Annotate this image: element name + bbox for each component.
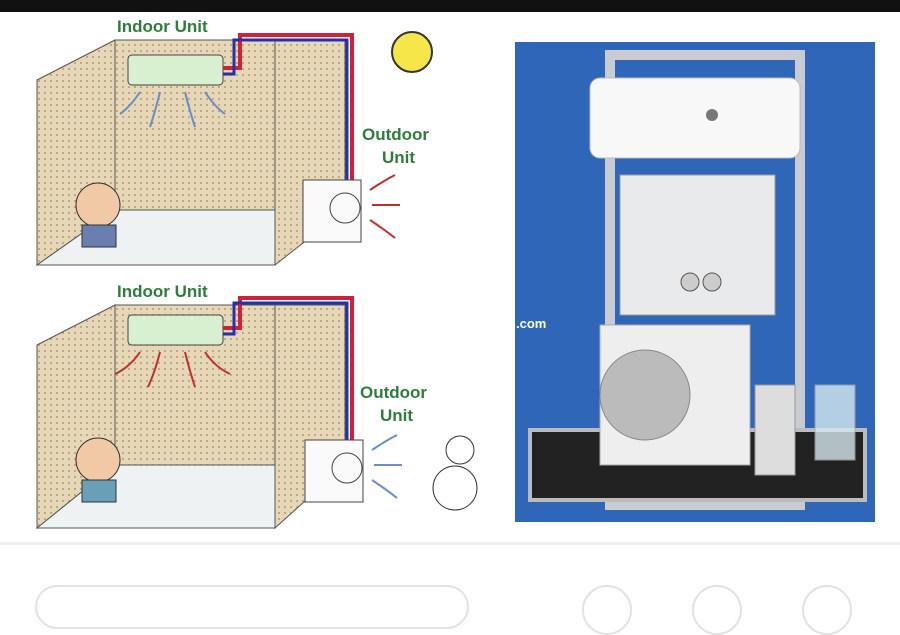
image-viewer[interactable]: Indoor Unit Outdoor Unit Indoo bbox=[0, 12, 900, 542]
action-button-3[interactable] bbox=[802, 585, 852, 635]
unit-label: Unit bbox=[380, 406, 413, 425]
outdoor-label: Outdoor bbox=[360, 383, 427, 402]
ac-illustration: Indoor Unit Outdoor Unit Indoo bbox=[35, 17, 875, 530]
status-bar bbox=[0, 0, 900, 12]
unit-label: Unit bbox=[382, 148, 415, 167]
divider bbox=[0, 542, 900, 545]
action-button-1[interactable] bbox=[582, 585, 632, 635]
watermark-text: .com bbox=[516, 316, 547, 331]
action-button-2[interactable] bbox=[692, 585, 742, 635]
indoor-unit-label: Indoor Unit bbox=[117, 17, 208, 36]
indoor-unit-label: Indoor Unit bbox=[117, 282, 208, 301]
outdoor-label: Outdoor bbox=[362, 125, 429, 144]
ac-trainer-photo bbox=[515, 42, 875, 522]
room-winter: Indoor Unit Outdoor Unit bbox=[35, 282, 478, 530]
room-summer: Indoor Unit Outdoor Unit bbox=[35, 17, 433, 267]
search-input[interactable] bbox=[35, 585, 469, 629]
